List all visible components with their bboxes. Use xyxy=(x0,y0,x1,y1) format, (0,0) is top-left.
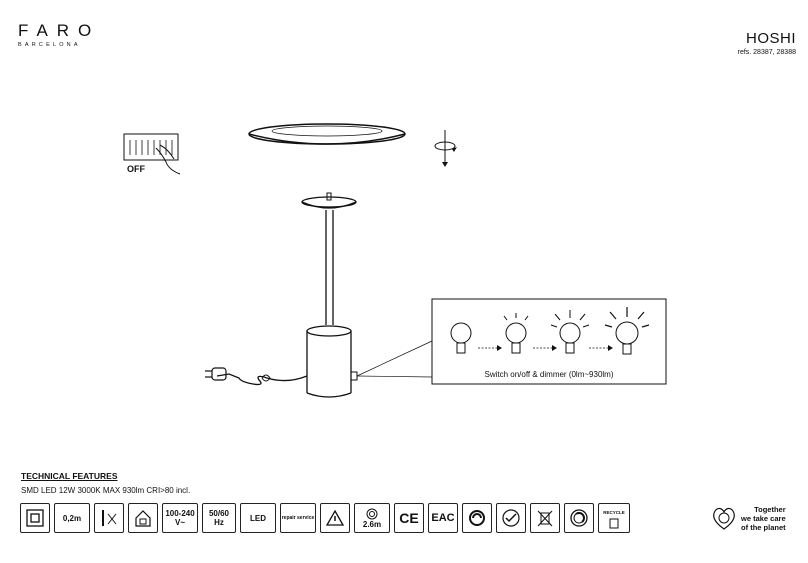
product-refs: refs. 28387, 28388 xyxy=(737,49,796,56)
bulb-medium-icon xyxy=(550,310,590,354)
planet-line-2: we take care xyxy=(741,513,786,523)
planet-claim: Together we take care of the planet xyxy=(710,504,786,532)
led-icon: LED xyxy=(240,503,276,533)
green-dot-icon xyxy=(564,503,594,533)
lamp-stem xyxy=(301,192,357,325)
product-name: HOSHI xyxy=(745,30,796,47)
brand-subtitle: BARCELONA xyxy=(18,42,81,48)
rotate-icon xyxy=(434,130,457,167)
warning-icon xyxy=(320,503,350,533)
arrow-right-icon xyxy=(589,345,613,351)
repair-service-icon: repair service xyxy=(280,503,316,533)
arrow-right-icon xyxy=(533,345,557,351)
recycle-check-icon xyxy=(496,503,526,533)
indoor-use-icon xyxy=(128,503,158,533)
lamp-base xyxy=(306,325,358,398)
callout-line xyxy=(356,340,433,377)
double-insulation-icon xyxy=(20,503,50,533)
recycle-loop-icon xyxy=(462,503,492,533)
planet-line-3: of the planet xyxy=(741,522,786,532)
cable-length-icon: 2.6m xyxy=(354,503,390,533)
arrow-right-icon xyxy=(478,345,502,351)
technical-title: TECHNICAL FEATURES xyxy=(21,471,118,481)
distance-icon: 0,2m xyxy=(54,503,90,533)
frequency-icon: 50/60 Hz xyxy=(202,503,236,533)
ce-mark-icon: CE xyxy=(394,503,424,533)
bulb-low-icon xyxy=(503,313,529,354)
recycle-bin-icon: RECYCLE xyxy=(598,503,630,533)
switch-off-label: OFF xyxy=(127,164,145,174)
lamp-drawing xyxy=(123,123,667,398)
bulb-high-icon xyxy=(604,307,650,355)
product-header: HOSHI refs. 28387, 28388 xyxy=(738,30,796,56)
power-cable xyxy=(205,367,308,386)
certification-icons: 0,2m 100-240 V~ 50/60 Hz LED repair serv… xyxy=(20,503,630,533)
switch-module-illustration xyxy=(123,133,181,175)
planet-line-1: Together xyxy=(754,504,786,514)
dimmer-caption: Switch on/off & dimmer (0lm~930lm) xyxy=(484,370,614,379)
technical-spec: SMD LED 12W 3000K MAX 930lm CRI>80 incl. xyxy=(21,486,191,495)
brand-logo: FARO BARCELONA xyxy=(18,22,100,48)
bulb-off-icon xyxy=(450,322,472,354)
callout-line xyxy=(356,375,433,378)
heart-globe-icon xyxy=(713,507,735,530)
lamp-shade xyxy=(248,123,406,145)
brand-name: FARO xyxy=(18,21,101,40)
weee-bin-icon xyxy=(530,503,560,533)
no-insulation-cover-icon xyxy=(94,503,124,533)
eac-mark-icon: EAC xyxy=(428,503,458,533)
voltage-icon: 100-240 V~ xyxy=(162,503,198,533)
